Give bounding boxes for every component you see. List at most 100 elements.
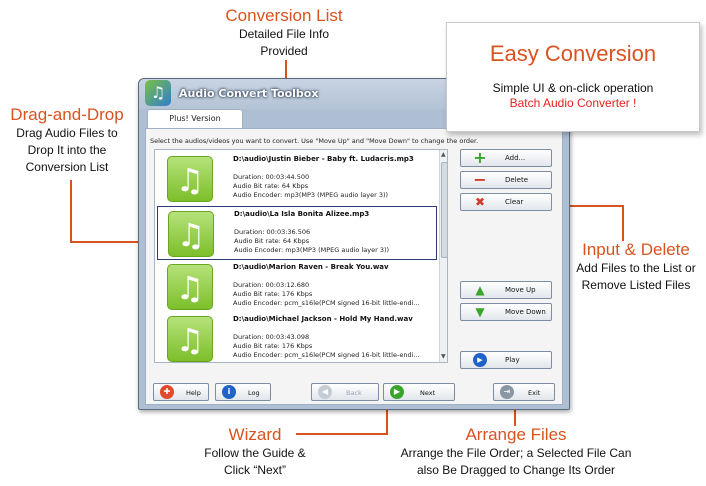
back-button[interactable]: ◀ Back: [311, 383, 379, 401]
callout-text: Arrange the File Order; a Selected File …: [400, 446, 632, 460]
file-name: D:\audio\Justin Bieber - Baby ft. Ludacr…: [233, 155, 414, 163]
file-list-item[interactable]: ♫ D:\audio\Marion Raven - Break You.wav …: [157, 260, 437, 314]
plus-icon: +: [473, 148, 487, 167]
arrow-down-icon: ▼: [475, 305, 485, 319]
tab-plus-version[interactable]: Plus! Version: [147, 109, 243, 129]
callout-conversion-list: Conversion List Detailed File Info Provi…: [214, 6, 354, 60]
app-logo-icon: ♫: [145, 80, 171, 106]
callout-text: Drop It into the: [27, 143, 107, 157]
callout-title: Wizard: [228, 425, 282, 444]
play-label: Play: [505, 356, 520, 364]
connector-line: [296, 433, 388, 435]
arrow-left-icon: ◀: [318, 385, 332, 399]
file-name: D:\audio\Michael Jackson - Hold My Hand.…: [233, 315, 413, 323]
log-label: Log: [248, 389, 260, 397]
file-bitrate: Audio Bit rate: 176 Kbps: [233, 290, 313, 298]
play-button[interactable]: ▶ Play: [460, 351, 552, 369]
music-note-icon: ♫: [167, 264, 213, 310]
log-button[interactable]: i Log: [215, 383, 271, 401]
window-title: Audio Convert Toolbox: [179, 87, 319, 100]
exit-label: Exit: [528, 389, 541, 397]
title-bar[interactable]: ♫ Audio Convert Toolbox: [139, 79, 569, 109]
file-name: D:\audio\La Isla Bonita Alizee.mp3: [234, 210, 370, 218]
main-panel: Select the audios/videos you want to con…: [145, 128, 563, 405]
callout-arrange-files: Arrange Files Arrange the File Order; a …: [386, 425, 646, 479]
move-up-label: Move Up: [505, 286, 536, 294]
next-label: Next: [420, 389, 436, 397]
move-up-button[interactable]: ▲ Move Up: [460, 281, 552, 299]
conversion-file-list[interactable]: ♫ D:\audio\Justin Bieber - Baby ft. Luda…: [154, 149, 448, 363]
callout-wizard: Wizard Follow the Guide & Click “Next”: [200, 425, 310, 479]
app-window: ♫ Audio Convert Toolbox Plus! Version Se…: [138, 78, 570, 410]
back-label: Back: [346, 389, 362, 397]
close-x-icon: ✖: [474, 195, 486, 209]
help-button[interactable]: ✚ Help: [153, 383, 209, 401]
file-bitrate: Audio Bit rate: 64 Kbps: [233, 182, 309, 190]
callout-title: Arrange Files: [465, 425, 567, 444]
file-list-item-selected[interactable]: ♫ D:\audio\La Isla Bonita Alizee.mp3 Dur…: [157, 206, 437, 260]
help-label: Help: [186, 389, 201, 397]
callout-text: Detailed File Info: [238, 27, 330, 41]
callout-text: Drag Audio Files to: [16, 126, 118, 140]
file-duration: Duration: 00:03:44.500: [233, 173, 310, 181]
connector-line: [622, 205, 624, 241]
arrow-right-icon: ▶: [390, 385, 404, 399]
file-encoder: Audio Encoder: mp3(MP3 (MPEG audio layer…: [234, 246, 390, 254]
callout-text: Remove Listed Files: [581, 278, 691, 292]
move-down-button[interactable]: ▼ Move Down: [460, 303, 552, 321]
connector-line: [70, 241, 170, 243]
arrow-up-icon: ▲: [475, 283, 485, 297]
scroll-up-arrow-icon[interactable]: ▲: [441, 151, 446, 158]
file-encoder: Audio Encoder: pcm_s16le(PCM signed 16-b…: [233, 351, 420, 359]
music-note-icon: ♫: [168, 211, 214, 257]
callout-text: Conversion List: [25, 160, 109, 174]
clear-button[interactable]: ✖ Clear: [460, 193, 552, 211]
exit-button[interactable]: ⇥ Exit: [493, 383, 555, 401]
connector-line: [552, 205, 624, 207]
music-note-icon: ♫: [167, 156, 213, 202]
info-icon: i: [222, 385, 236, 399]
exit-door-icon: ⇥: [500, 385, 514, 399]
connector-line: [70, 180, 72, 242]
list-scrollbar[interactable]: ▲ ▼: [439, 150, 447, 362]
callout-text: Simple UI & on-click operation: [492, 81, 654, 95]
file-name: D:\audio\Marion Raven - Break You.wav: [233, 263, 389, 271]
file-encoder: Audio Encoder: pcm_s16le(PCM signed 16-b…: [233, 299, 420, 307]
connector-line: [386, 398, 388, 434]
callout-title: Drag-and-Drop: [10, 105, 124, 124]
file-encoder: Audio Encoder: mp3(MP3 (MPEG audio layer…: [233, 191, 389, 199]
music-note-icon: ♫: [167, 316, 213, 362]
scroll-thumb[interactable]: [441, 162, 447, 258]
callout-highlight: Batch Audio Converter !: [509, 96, 637, 110]
file-duration: Duration: 00:03:12.680: [233, 281, 310, 289]
callout-drag-drop: Drag-and-Drop Drag Audio Files to Drop I…: [4, 105, 130, 176]
scroll-down-arrow-icon[interactable]: ▼: [441, 353, 446, 360]
minus-icon: −: [473, 170, 487, 189]
callout-input-delete: Input & Delete Add Files to the List or …: [566, 240, 706, 294]
file-bitrate: Audio Bit rate: 64 Kbps: [234, 237, 310, 245]
callout-text: Provided: [260, 44, 308, 58]
callout-text: Follow the Guide &: [204, 446, 306, 460]
callout-title: Conversion List: [225, 6, 343, 25]
lifebuoy-icon: ✚: [160, 385, 174, 399]
file-duration: Duration: 00:03:43.098: [233, 333, 310, 341]
next-button[interactable]: ▶ Next: [383, 383, 455, 401]
instruction-text: Select the audios/videos you want to con…: [150, 137, 479, 145]
file-duration: Duration: 00:03:36.506: [234, 228, 311, 236]
callout-text: Add Files to the List or: [576, 261, 696, 275]
callout-title: Input & Delete: [582, 240, 690, 259]
file-bitrate: Audio Bit rate: 176 Kbps: [233, 342, 313, 350]
callout-title: Easy Conversion: [489, 41, 657, 66]
clear-label: Clear: [505, 198, 524, 206]
delete-button[interactable]: − Delete: [460, 171, 552, 189]
callout-text: also Be Dragged to Change Its Order: [416, 463, 616, 477]
move-down-label: Move Down: [505, 308, 546, 316]
add-button[interactable]: + Add...: [460, 149, 552, 167]
file-list-item[interactable]: ♫ D:\audio\Michael Jackson - Hold My Han…: [157, 312, 437, 362]
callout-text: Click “Next”: [224, 463, 286, 477]
add-label: Add...: [505, 154, 526, 162]
callout-easy-conversion: Easy Conversion Simple UI & on-click ope…: [446, 22, 700, 132]
file-list-item[interactable]: ♫ D:\audio\Justin Bieber - Baby ft. Luda…: [157, 152, 437, 206]
play-icon: ▶: [473, 353, 487, 367]
delete-label: Delete: [505, 176, 528, 184]
